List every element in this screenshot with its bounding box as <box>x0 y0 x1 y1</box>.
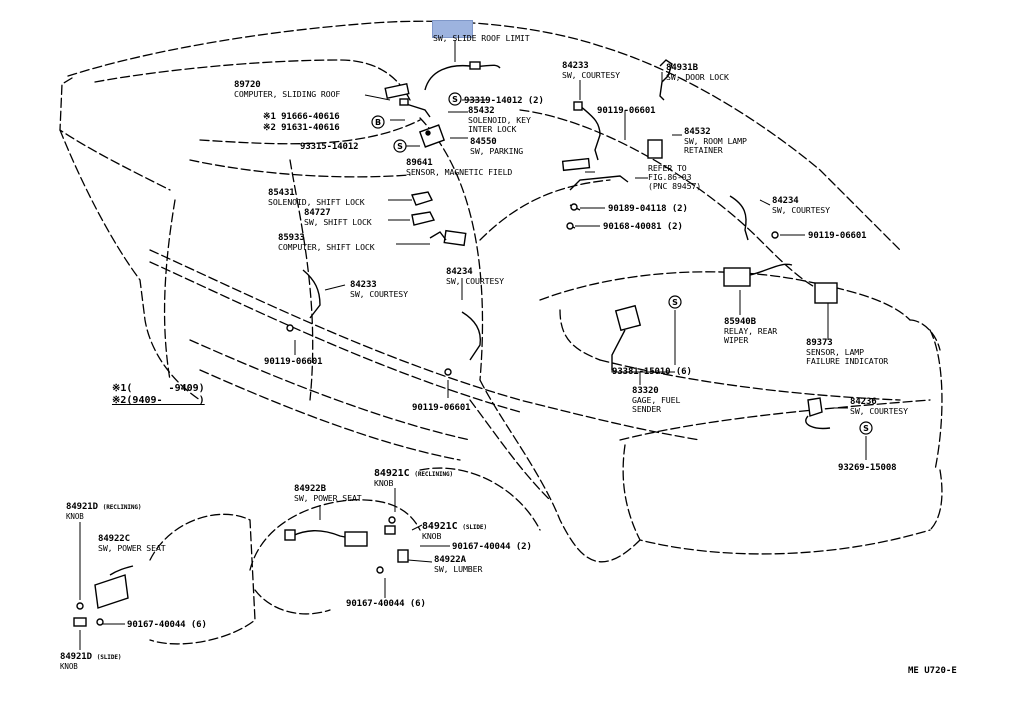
fuel-gage-sender <box>614 304 642 332</box>
rear-wheel-arch <box>419 467 541 531</box>
label-90167-a[interactable]: 90167-40044 (2) <box>452 542 532 552</box>
trunk-edge <box>599 359 901 401</box>
door-line-front <box>163 199 176 381</box>
courtesy-switch-left <box>302 269 321 319</box>
power-seat-switch-left <box>94 574 129 609</box>
power-seat-switch-harness <box>291 530 361 541</box>
s-mark-icon-4 <box>859 421 873 435</box>
s-mark-icon-2 <box>393 139 407 153</box>
room-lamp-switch <box>647 139 663 159</box>
diagram-code: ME U720-E <box>908 666 957 676</box>
label-90119-middle[interactable]: 90119-06601 <box>412 403 471 413</box>
parking-switch <box>418 124 446 148</box>
shift-lock-solenoid <box>411 191 433 206</box>
lumber-switch <box>397 549 409 563</box>
svg-text:S: S <box>397 142 403 151</box>
label-93269[interactable]: 93269-15008 <box>838 463 897 473</box>
s-mark-icon-3 <box>668 295 682 309</box>
svg-text:S: S <box>863 424 869 433</box>
courtesy-switch-rear <box>807 397 823 417</box>
label-93319[interactable]: 93319-14012 (2) <box>464 96 544 106</box>
label-90168[interactable]: 90168-40081 (2) <box>603 222 683 232</box>
rear-window <box>519 109 821 291</box>
windshield-outline <box>94 59 411 101</box>
label-93315[interactable]: 93315-14012 <box>300 142 359 152</box>
trunk-lid <box>539 271 911 321</box>
label-90189[interactable]: 90189-04118 (2) <box>608 204 688 214</box>
label-90167-b[interactable]: 90167-40044 (6) <box>346 599 426 609</box>
seat-outline-center <box>249 499 421 571</box>
label-slide-roof-limit[interactable]: SW, SLIDE ROOF LIMIT <box>433 33 530 43</box>
label-90167-c[interactable]: 90167-40044 (6) <box>127 620 207 630</box>
highlight-marker <box>432 20 473 38</box>
slide-roof-switch-harness <box>424 64 501 91</box>
label-93381[interactable]: 93381-15010 (6) <box>612 367 692 377</box>
label-84921C-reclining[interactable]: 84921C (RECLINING)KNOB <box>374 468 454 488</box>
label-91631[interactable]: ※2 91631-40616 <box>263 123 340 133</box>
label-84921D-slide[interactable]: 84921D (SLIDE)KNOB <box>60 652 122 672</box>
label-90119-right[interactable]: 90119-06601 <box>808 231 867 241</box>
roof-outline <box>67 20 901 251</box>
bumper <box>622 444 931 555</box>
shift-lock-switch <box>411 211 436 226</box>
label-84921D-reclining[interactable]: 84921D (RECLINING)KNOB <box>66 502 142 522</box>
lamp-failure-sensor <box>814 282 838 304</box>
model-range-notes: ※1( -9409) ※2(9409- ) <box>112 383 205 406</box>
svg-text:S: S <box>452 95 458 104</box>
seat-outline-left <box>149 513 256 645</box>
s-mark-icon <box>448 92 462 106</box>
label-84921C-slide[interactable]: 84921C (SLIDE)KNOB <box>422 521 487 541</box>
rear-wiper-relay <box>723 267 751 287</box>
label-91666[interactable]: ※1 91666-40616 <box>263 112 340 122</box>
svg-text:B: B <box>375 118 381 127</box>
label-90119-a[interactable]: 90119-06601 <box>597 106 656 116</box>
sliding-roof-computer <box>384 82 410 100</box>
courtesy-switch-middle <box>461 311 482 361</box>
rocker-line-1 <box>149 249 701 441</box>
courtesy-switch-right <box>729 195 749 241</box>
label-90119-left[interactable]: 90119-06601 <box>264 357 323 367</box>
rocker-line-2 <box>149 261 521 413</box>
svg-text:S: S <box>672 298 678 307</box>
magnetic-field-sensor <box>561 157 591 172</box>
rocker-line-3 <box>189 339 471 441</box>
hood-line <box>59 77 171 191</box>
shift-lock-computer <box>443 229 467 247</box>
b-mark-icon <box>371 115 385 129</box>
door-lock-switch <box>659 59 673 101</box>
